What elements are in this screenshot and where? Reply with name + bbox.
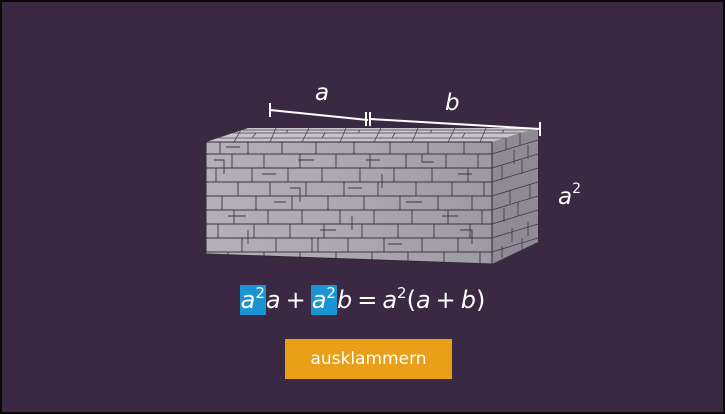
formula-open-paren: ( (406, 286, 416, 314)
side-stone-texture (492, 134, 538, 258)
formula-rhs-b: b (460, 286, 477, 314)
cuboid-outline (205, 141, 493, 265)
dimension-bracket-a (269, 103, 369, 126)
ausklammern-button[interactable]: ausklammern (285, 339, 452, 379)
highlight-term-1: a2 (239, 284, 266, 315)
formula-rhs-a: a (415, 286, 431, 314)
formula-close-paren: ) (476, 286, 486, 314)
dimension-label-a: a (315, 80, 329, 106)
dimension-label-height: a2 (558, 181, 581, 210)
formula-rhs-plus: + (435, 286, 456, 314)
cuboid-side-face (492, 128, 538, 264)
formula-equals: = (357, 286, 378, 314)
dimension-label-b: b (445, 90, 460, 116)
formula-rhs-exponent: 2 (397, 284, 407, 302)
factoring-formula: a2a+a2b=a2(a+b) (2, 283, 723, 317)
top-stone-texture (217, 128, 532, 142)
cuboid-top-face (206, 128, 538, 142)
formula-rhs-base: a (382, 286, 398, 314)
cuboid-front-face (206, 142, 492, 264)
formula-plus: + (285, 286, 306, 314)
highlight-term-2: a2 (310, 284, 337, 315)
formula-term1-rest: a (265, 286, 281, 314)
formula-term2-rest: b (336, 286, 353, 314)
dimension-bracket-b (369, 112, 541, 136)
